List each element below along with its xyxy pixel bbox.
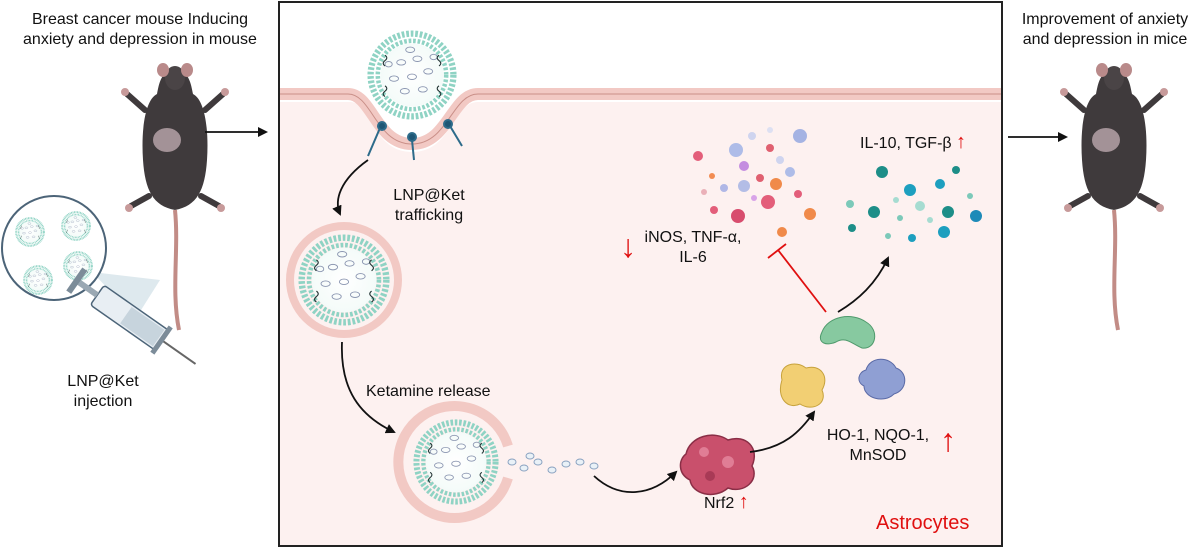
proinflammatory-label: iNOS, TNF-α, IL-6: [638, 228, 748, 268]
injection-line1: LNP@Ket: [67, 373, 139, 390]
enzymes-up-arrow-icon: ↑: [940, 422, 956, 458]
release-arrow: [341, 341, 396, 434]
lnp-zoom-icon: [1, 195, 160, 318]
trafficking-line2: trafficking: [394, 207, 464, 224]
left-title: Breast cancer mouse Inducing anxiety and…: [0, 10, 280, 50]
nrf2-label: Nrf2 ↑: [704, 492, 749, 514]
injection-line2: injection: [73, 393, 133, 410]
right-title-line2: and depression in mice: [1022, 31, 1188, 48]
endosome-icon: [286, 222, 402, 338]
left-title-line2: anxiety and depression in mouse: [23, 31, 257, 48]
cell-type-label: Astrocytes: [876, 512, 970, 534]
nrf2-protein-icon: [679, 434, 755, 496]
antiinflammatory-text: IL-10, TGF-β: [860, 135, 952, 152]
left-title-line1: Breast cancer mouse Inducing: [31, 11, 249, 28]
nrf2-up-arrow-icon: ↑: [738, 491, 749, 513]
syringe-icon: [66, 267, 197, 365]
trafficking-label: LNP@Ket trafficking: [384, 186, 474, 226]
cell-interior: [280, 102, 1001, 545]
enzymes-label: HO-1, NQO-1, MnSOD: [826, 426, 930, 466]
open-endosome-icon: [393, 401, 599, 523]
antiinflammatory-cytokine-dots-icon: [846, 166, 982, 242]
proinflammatory-line1: iNOS, TNF-α,: [644, 229, 742, 246]
enzymes-line1: HO-1, NQO-1,: [826, 427, 930, 444]
receptor-icons: [367, 119, 463, 161]
proinflammatory-down-arrow-icon: ↓: [620, 228, 636, 264]
ketamine-to-nrf2-arrow: [593, 470, 678, 494]
ketamine-release-label: Ketamine release: [366, 383, 491, 400]
right-title-line1: Improvement of anxiety: [1021, 11, 1189, 28]
enzyme-protein-icon: [780, 316, 906, 408]
injection-label: LNP@Ket injection: [58, 372, 148, 412]
trafficking-arrow: [332, 159, 369, 216]
proinflammatory-cytokine-dots-icon: [693, 127, 816, 237]
enzymes-line2: MnSOD: [849, 447, 907, 464]
proinflammatory-line2: IL-6: [679, 249, 707, 266]
right-title: Improvement of anxiety and depression in…: [1010, 10, 1200, 50]
inhibition-icon: [767, 243, 827, 313]
antiinflammatory-label: IL-10, TGF-β ↑: [860, 132, 966, 154]
nrf2-to-enzymes-arrow: [749, 410, 816, 453]
trafficking-line1: LNP@Ket: [393, 187, 465, 204]
mouse-icon-right: [1060, 63, 1168, 330]
nrf2-text: Nrf2: [704, 495, 735, 512]
antiinflammatory-up-arrow-icon: ↑: [956, 131, 967, 153]
enzymes-to-cytokines-arrow: [837, 256, 890, 313]
